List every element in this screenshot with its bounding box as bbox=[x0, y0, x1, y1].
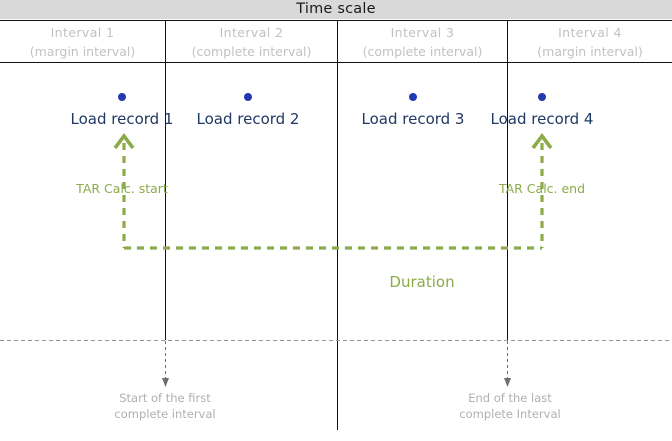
note-line-2: complete interval bbox=[114, 407, 216, 421]
tar-calc-start-label: TAR Calc. start bbox=[76, 181, 168, 196]
interval-name: Interval 2 bbox=[219, 25, 284, 40]
header-bottom-rule bbox=[0, 62, 672, 63]
interval-divider-3 bbox=[507, 20, 508, 340]
interval-header-2: Interval 2 (complete interval) bbox=[166, 22, 337, 62]
load-record-label-4: Load record 4 bbox=[490, 110, 594, 128]
load-record-dot-4 bbox=[538, 93, 546, 101]
load-record-label-3: Load record 3 bbox=[361, 110, 465, 128]
interval-kind: (complete interval) bbox=[191, 44, 312, 59]
note-line-1: End of the last bbox=[468, 391, 552, 405]
load-record-label-2: Load record 2 bbox=[196, 110, 300, 128]
tar-start-arrowhead bbox=[113, 133, 135, 150]
interval-kind: (margin interval) bbox=[29, 44, 136, 59]
interval-divider-2 bbox=[337, 20, 338, 430]
time-scale-title: Time scale bbox=[296, 1, 376, 17]
load-record-dot-2 bbox=[244, 93, 252, 101]
end-of-last-complete-interval-note: End of the last complete Interval bbox=[430, 390, 590, 422]
interval-header-1: Interval 1 (margin interval) bbox=[0, 22, 165, 62]
time-scale-header-bar bbox=[0, 0, 672, 19]
interval-kind: (margin interval) bbox=[537, 44, 643, 59]
header-top-rule bbox=[0, 19, 672, 21]
interval-kind: (complete interval) bbox=[362, 44, 483, 59]
start-of-first-complete-interval-note: Start of the first complete interval bbox=[85, 390, 245, 422]
load-record-label-1: Load record 1 bbox=[70, 110, 174, 128]
interval-name: Interval 3 bbox=[390, 25, 455, 40]
tar-end-arrowhead bbox=[531, 133, 553, 150]
interval-name: Interval 4 bbox=[558, 25, 622, 40]
load-record-dot-3 bbox=[409, 93, 417, 101]
duration-label: Duration bbox=[389, 273, 455, 291]
load-record-dot-1 bbox=[118, 93, 126, 101]
note-line-2: complete Interval bbox=[459, 407, 561, 421]
interval-header-3: Interval 3 (complete interval) bbox=[338, 22, 507, 62]
interval-header-4: Interval 4 (margin interval) bbox=[508, 22, 672, 62]
interval-divider-1 bbox=[165, 20, 166, 340]
tar-calc-end-label: TAR Calc. end bbox=[498, 181, 586, 196]
interval-name: Interval 1 bbox=[50, 25, 115, 40]
right-drop-arrowhead bbox=[504, 378, 511, 387]
left-drop-arrowhead bbox=[162, 378, 169, 387]
note-line-1: Start of the first bbox=[119, 391, 211, 405]
